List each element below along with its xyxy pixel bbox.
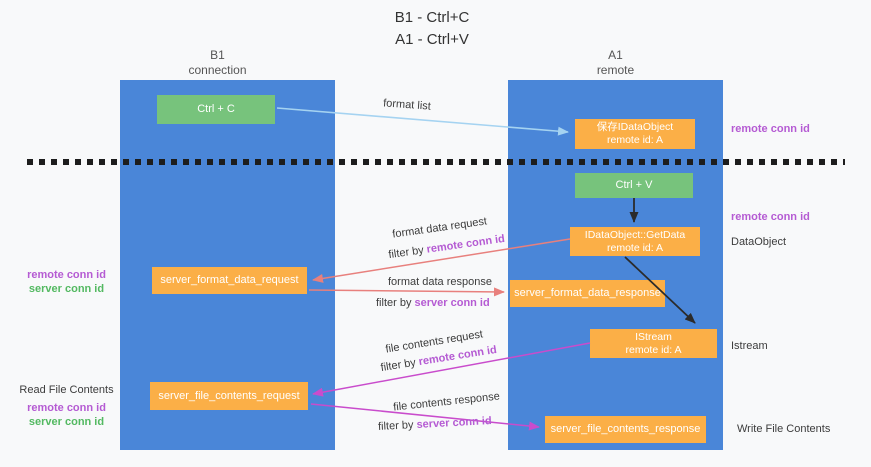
node-getdata-line2: remote id: A bbox=[606, 241, 664, 254]
annotation-left-bottom-remote-conn-id: remote conn id bbox=[27, 402, 106, 414]
node-server-file-contents-response: server_file_contents_response bbox=[545, 416, 706, 443]
annotation-istream: Istream bbox=[731, 340, 768, 352]
filter-key-server-conn-id: server conn id bbox=[414, 297, 490, 309]
title-line-2: A1 - Ctrl+V bbox=[395, 31, 469, 48]
edge-label-format-data-response: format data response bbox=[388, 276, 492, 288]
lifeline-a1-name: A1 bbox=[608, 48, 623, 62]
annotation-left-server-conn-id: server conn id bbox=[28, 283, 105, 295]
divider-dashed-line bbox=[27, 159, 845, 165]
edge-label-format-response-filter: filter by server conn id bbox=[376, 297, 490, 309]
lifeline-header-a1: A1 remote bbox=[508, 48, 723, 78]
filter-key-server-conn-id: server conn id bbox=[416, 415, 492, 431]
node-istream-line1: IStream bbox=[635, 330, 672, 343]
annotation-right-mid-remote-conn-id: remote conn id bbox=[731, 211, 810, 223]
node-getdata-line1: IDataObject::GetData bbox=[584, 228, 686, 241]
edge-label-format-list: format list bbox=[382, 97, 432, 113]
filter-key-remote-conn-id: remote conn id bbox=[425, 232, 506, 256]
lifeline-a1-role: remote bbox=[596, 63, 635, 77]
filter-prefix: filter by bbox=[377, 418, 417, 433]
filter-prefix: filter by bbox=[376, 297, 415, 309]
node-istream-line2: remote id: A bbox=[625, 343, 682, 356]
annotation-dataobject: DataObject bbox=[731, 236, 787, 248]
node-istream: IStream remote id: A bbox=[590, 329, 717, 358]
node-save-idataobject-line2: remote id: A bbox=[606, 134, 664, 146]
edge-label-file-contents-response: file contents response bbox=[392, 390, 501, 414]
node-server-format-data-response: server_format_data_response bbox=[510, 280, 665, 307]
lifeline-header-b1: B1 connection bbox=[110, 48, 325, 78]
annotation-right-top-remote-conn-id: remote conn id bbox=[731, 123, 810, 135]
node-ctrl-c: Ctrl + C bbox=[157, 95, 275, 124]
node-server-file-contents-request: server_file_contents_request bbox=[150, 382, 308, 410]
filter-prefix: filter by bbox=[387, 243, 428, 262]
node-server-format-data-request: server_format_data_request bbox=[152, 267, 307, 294]
lifeline-b1-name: B1 bbox=[210, 48, 225, 62]
node-ctrl-v: Ctrl + V bbox=[575, 173, 693, 198]
lifeline-b1-role: connection bbox=[188, 63, 247, 77]
filter-prefix: filter by bbox=[379, 356, 420, 375]
annotation-write-file-contents: Write File Contents bbox=[737, 423, 831, 435]
title-line-1: B1 - Ctrl+C bbox=[394, 9, 470, 26]
annotation-left-remote-conn-id: remote conn id bbox=[27, 269, 106, 281]
diagram-title: B1 - Ctrl+C A1 - Ctrl+V bbox=[0, 7, 864, 51]
annotation-read-file-contents: Read File Contents bbox=[19, 384, 114, 396]
edge-label-file-response-filter: filter by server conn id bbox=[378, 415, 492, 433]
node-idataobject-getdata: IDataObject::GetData remote id: A bbox=[570, 227, 700, 256]
annotation-left-bottom-server-conn-id: server conn id bbox=[28, 416, 105, 428]
arrow-format-data-response bbox=[308, 287, 505, 297]
node-save-idataobject: 保存IDataObject remote id: A bbox=[575, 119, 695, 149]
node-save-idataobject-line1: 保存IDataObject bbox=[596, 121, 674, 133]
